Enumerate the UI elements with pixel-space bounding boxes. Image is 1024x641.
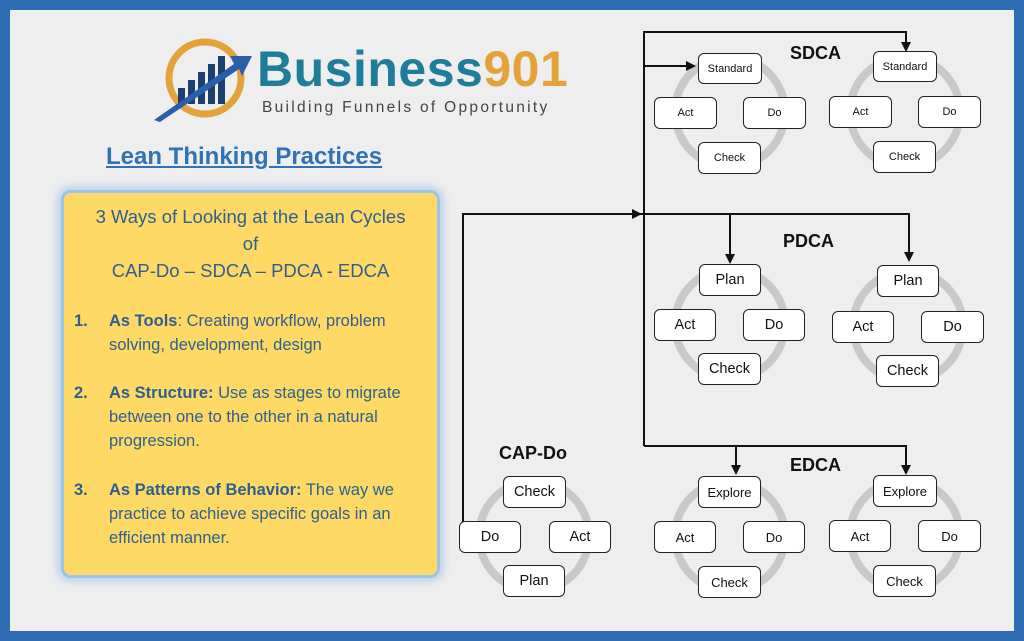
- edca-label: EDCA: [790, 455, 842, 475]
- connector-lines: [462, 31, 914, 523]
- sdca-do-box: Do: [918, 96, 981, 128]
- info-panel: 3 Ways of Looking at the Lean Cycles of …: [61, 190, 440, 578]
- panel-heading: 3 Ways of Looking at the Lean Cycles of …: [64, 203, 437, 284]
- pdca-do-box: Do: [743, 309, 805, 341]
- list-item-text: The way we practice to achieve specific …: [109, 481, 394, 547]
- logo-wordmark: Business901: [257, 44, 568, 94]
- logo-name-part2: 901: [483, 41, 569, 97]
- panel-heading-line3: CAP-Do – SDCA – PDCA - EDCA: [111, 260, 390, 281]
- sdca-act-box: Act: [829, 96, 892, 128]
- capdo-do-box: Do: [459, 521, 521, 553]
- capdo-check-box: Check: [503, 476, 566, 508]
- sdca-label: SDCA: [790, 43, 842, 63]
- business901-logo: [154, 38, 252, 122]
- panel-heading-line2: of: [242, 233, 259, 254]
- edca-explore-box: Explore: [873, 475, 937, 507]
- edca-check-box: Check: [873, 565, 936, 597]
- sdca-act-box: Act: [654, 97, 717, 129]
- pdca-label: PDCA: [783, 231, 835, 251]
- connector-arrow: [462, 209, 642, 523]
- connector-arrow: [640, 213, 914, 262]
- capdo-plan-box: Plan: [503, 565, 565, 597]
- edca-explore-box: Explore: [698, 476, 761, 508]
- list-item-text: Use as stages to migrate between one to …: [109, 384, 401, 450]
- pdca-plan-box: Plan: [699, 264, 761, 296]
- pdca-do-box: Do: [921, 311, 984, 343]
- pdca-plan-box: Plan: [877, 265, 939, 297]
- pdca-check-box: Check: [698, 353, 761, 385]
- pdca-check-box: Check: [876, 355, 939, 387]
- edca-do-box: Do: [918, 520, 981, 552]
- list-item-label: As Patterns of Behavior:: [109, 481, 302, 499]
- edca-do-box: Do: [743, 521, 805, 553]
- sdca-standard-box: Standard: [698, 53, 762, 84]
- logo-name-part1: Business: [257, 41, 484, 97]
- logo-tagline: Building Funnels of Opportunity: [262, 99, 550, 116]
- sdca-standard-box: Standard: [873, 51, 937, 82]
- edca-act-box: Act: [829, 520, 891, 552]
- list-item-label: As Tools: [109, 312, 178, 330]
- edca-act-box: Act: [654, 521, 716, 553]
- list-item-number: 3.: [74, 481, 88, 499]
- page-title: Lean Thinking Practices: [106, 143, 383, 170]
- sdca-do-box: Do: [743, 97, 806, 129]
- capdo-label: CAP-Do: [499, 443, 567, 463]
- list-item-text: Creating workflow, problem solving, deve…: [109, 312, 386, 354]
- list-item-number: 1.: [74, 312, 88, 330]
- connector-arrow: [644, 445, 911, 475]
- sdca-check-box: Check: [873, 141, 936, 173]
- pdca-act-box: Act: [832, 311, 894, 343]
- capdo-act-box: Act: [549, 521, 611, 553]
- list-item-number: 2.: [74, 384, 88, 402]
- edca-check-box: Check: [698, 566, 761, 598]
- list-item-label: As Structure:: [109, 384, 214, 402]
- connector-arrow: [643, 31, 911, 446]
- pdca-act-box: Act: [654, 309, 716, 341]
- panel-heading-line1: 3 Ways of Looking at the Lean Cycles: [95, 206, 406, 227]
- sdca-check-box: Check: [698, 142, 761, 174]
